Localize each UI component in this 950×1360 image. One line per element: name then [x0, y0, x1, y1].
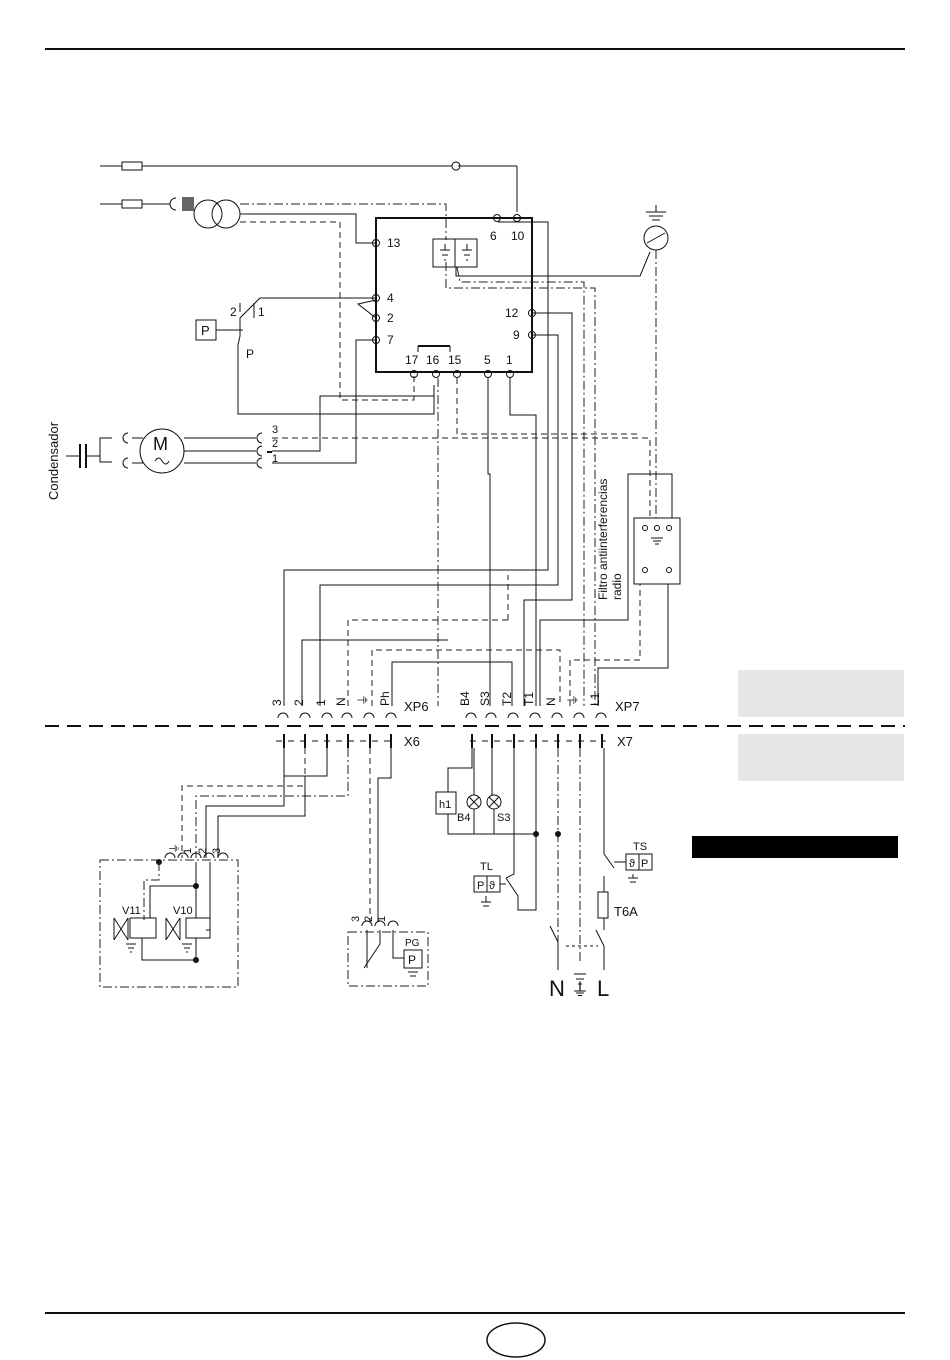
board-terminal-9: 9	[513, 328, 520, 342]
board-terminal-1: 1	[506, 353, 513, 367]
switch-p-box: P	[201, 323, 210, 338]
board-terminal-15: 15	[448, 353, 462, 367]
xp7-pin-t2: T2	[500, 692, 514, 706]
xp6-connector	[278, 713, 396, 718]
tl-box-2: ϑ	[489, 880, 495, 892]
board-wiring	[284, 222, 640, 706]
grey-box-top	[738, 670, 904, 717]
lamp-s3-label: S3	[497, 812, 510, 824]
ts-box-1: ϑ	[629, 858, 635, 870]
xp7-connector	[466, 713, 606, 718]
switch-p-name: P	[246, 347, 254, 361]
valve-pin-gnd: ⏚	[168, 843, 181, 854]
x7-socket	[470, 734, 606, 748]
indicator-lamps	[436, 748, 539, 837]
tl-box-1: P	[477, 880, 484, 892]
xp7-pin-b4: B4	[458, 691, 472, 706]
condenser-label: Condensador	[46, 421, 61, 500]
mains-supply	[550, 748, 614, 984]
supply-l: L	[597, 976, 609, 1001]
lamp-h1-label: h1	[439, 799, 451, 811]
pg-box: P	[408, 953, 416, 967]
pg-label: PG	[405, 938, 420, 949]
x6-socket	[276, 734, 396, 748]
fan-motor: Condensador M	[46, 340, 650, 518]
xp6-label: XP6	[404, 699, 429, 714]
xp6-pin-2: 2	[292, 699, 306, 706]
board-terminal-12: 12	[505, 306, 519, 320]
xp7-pin-t1: T1	[522, 692, 536, 706]
pg-pin-3: 3	[350, 916, 362, 922]
board-terminal-13: 13	[387, 236, 401, 250]
xp7-pin-n: N	[544, 697, 558, 706]
valve-v11-label: V11	[122, 905, 141, 917]
switch-p-contact-1: 1	[258, 305, 265, 319]
x7-label: X7	[617, 734, 633, 749]
black-bar	[692, 836, 898, 858]
filter-label-2: radio	[610, 573, 624, 600]
grey-box-bottom	[738, 734, 904, 781]
valve-pin-1: 1	[182, 848, 194, 854]
ts-label: TS	[633, 841, 647, 853]
xp7-pin-l1: L1	[588, 692, 602, 706]
xp7-pin-gnd: ⏚	[566, 694, 580, 706]
xp6-pin-gnd: ⏚	[356, 694, 370, 706]
xp6-pin-ph: Ph	[378, 691, 392, 706]
gas-pressure-switch	[348, 748, 428, 986]
board-terminal-2: 2	[387, 311, 394, 325]
board-terminal-7: 7	[387, 333, 394, 347]
valve-group	[100, 748, 348, 987]
filter-label-1: Filtro antiinterferencias	[596, 479, 610, 600]
xp7-label: XP7	[615, 699, 640, 714]
ts-box-2: P	[641, 858, 648, 870]
supply-gnd: ⏚	[571, 980, 589, 1000]
motor-m: M	[153, 434, 168, 454]
valve-pin-3: 3	[211, 848, 223, 854]
x6-label: X6	[404, 734, 420, 749]
lamp-b4-label: B4	[457, 812, 470, 824]
board-terminal-17: 17	[405, 353, 419, 367]
xp6-pin-1: 1	[314, 699, 328, 706]
motor-terminal-1: 1	[272, 453, 278, 465]
valve-v10-label: V10	[173, 905, 193, 917]
xp7-pin-s3: S3	[478, 691, 492, 706]
motor-terminal-3: 3	[272, 424, 278, 436]
board-terminal-4: 4	[387, 291, 394, 305]
xp6-pin-n: N	[334, 697, 348, 706]
board-terminal-6: 6	[490, 229, 497, 243]
board-terminal-10: 10	[511, 229, 525, 243]
board-terminal-16: 16	[426, 353, 440, 367]
pg-pin-2: 2	[363, 916, 375, 922]
motor-terminal-2: 2	[272, 438, 278, 450]
tl-label: TL	[480, 861, 493, 873]
xp6-pin-3: 3	[270, 699, 284, 706]
fuse-label: T6A	[614, 904, 638, 919]
board-terminal-5: 5	[484, 353, 491, 367]
valve-pin-2: 2	[197, 848, 209, 854]
pg-pin-1: 1	[376, 916, 388, 922]
switch-p-contact-2: 2	[230, 305, 237, 319]
control-board	[358, 218, 532, 372]
page-number-oval	[487, 1323, 545, 1357]
supply-n: N	[549, 976, 565, 1001]
